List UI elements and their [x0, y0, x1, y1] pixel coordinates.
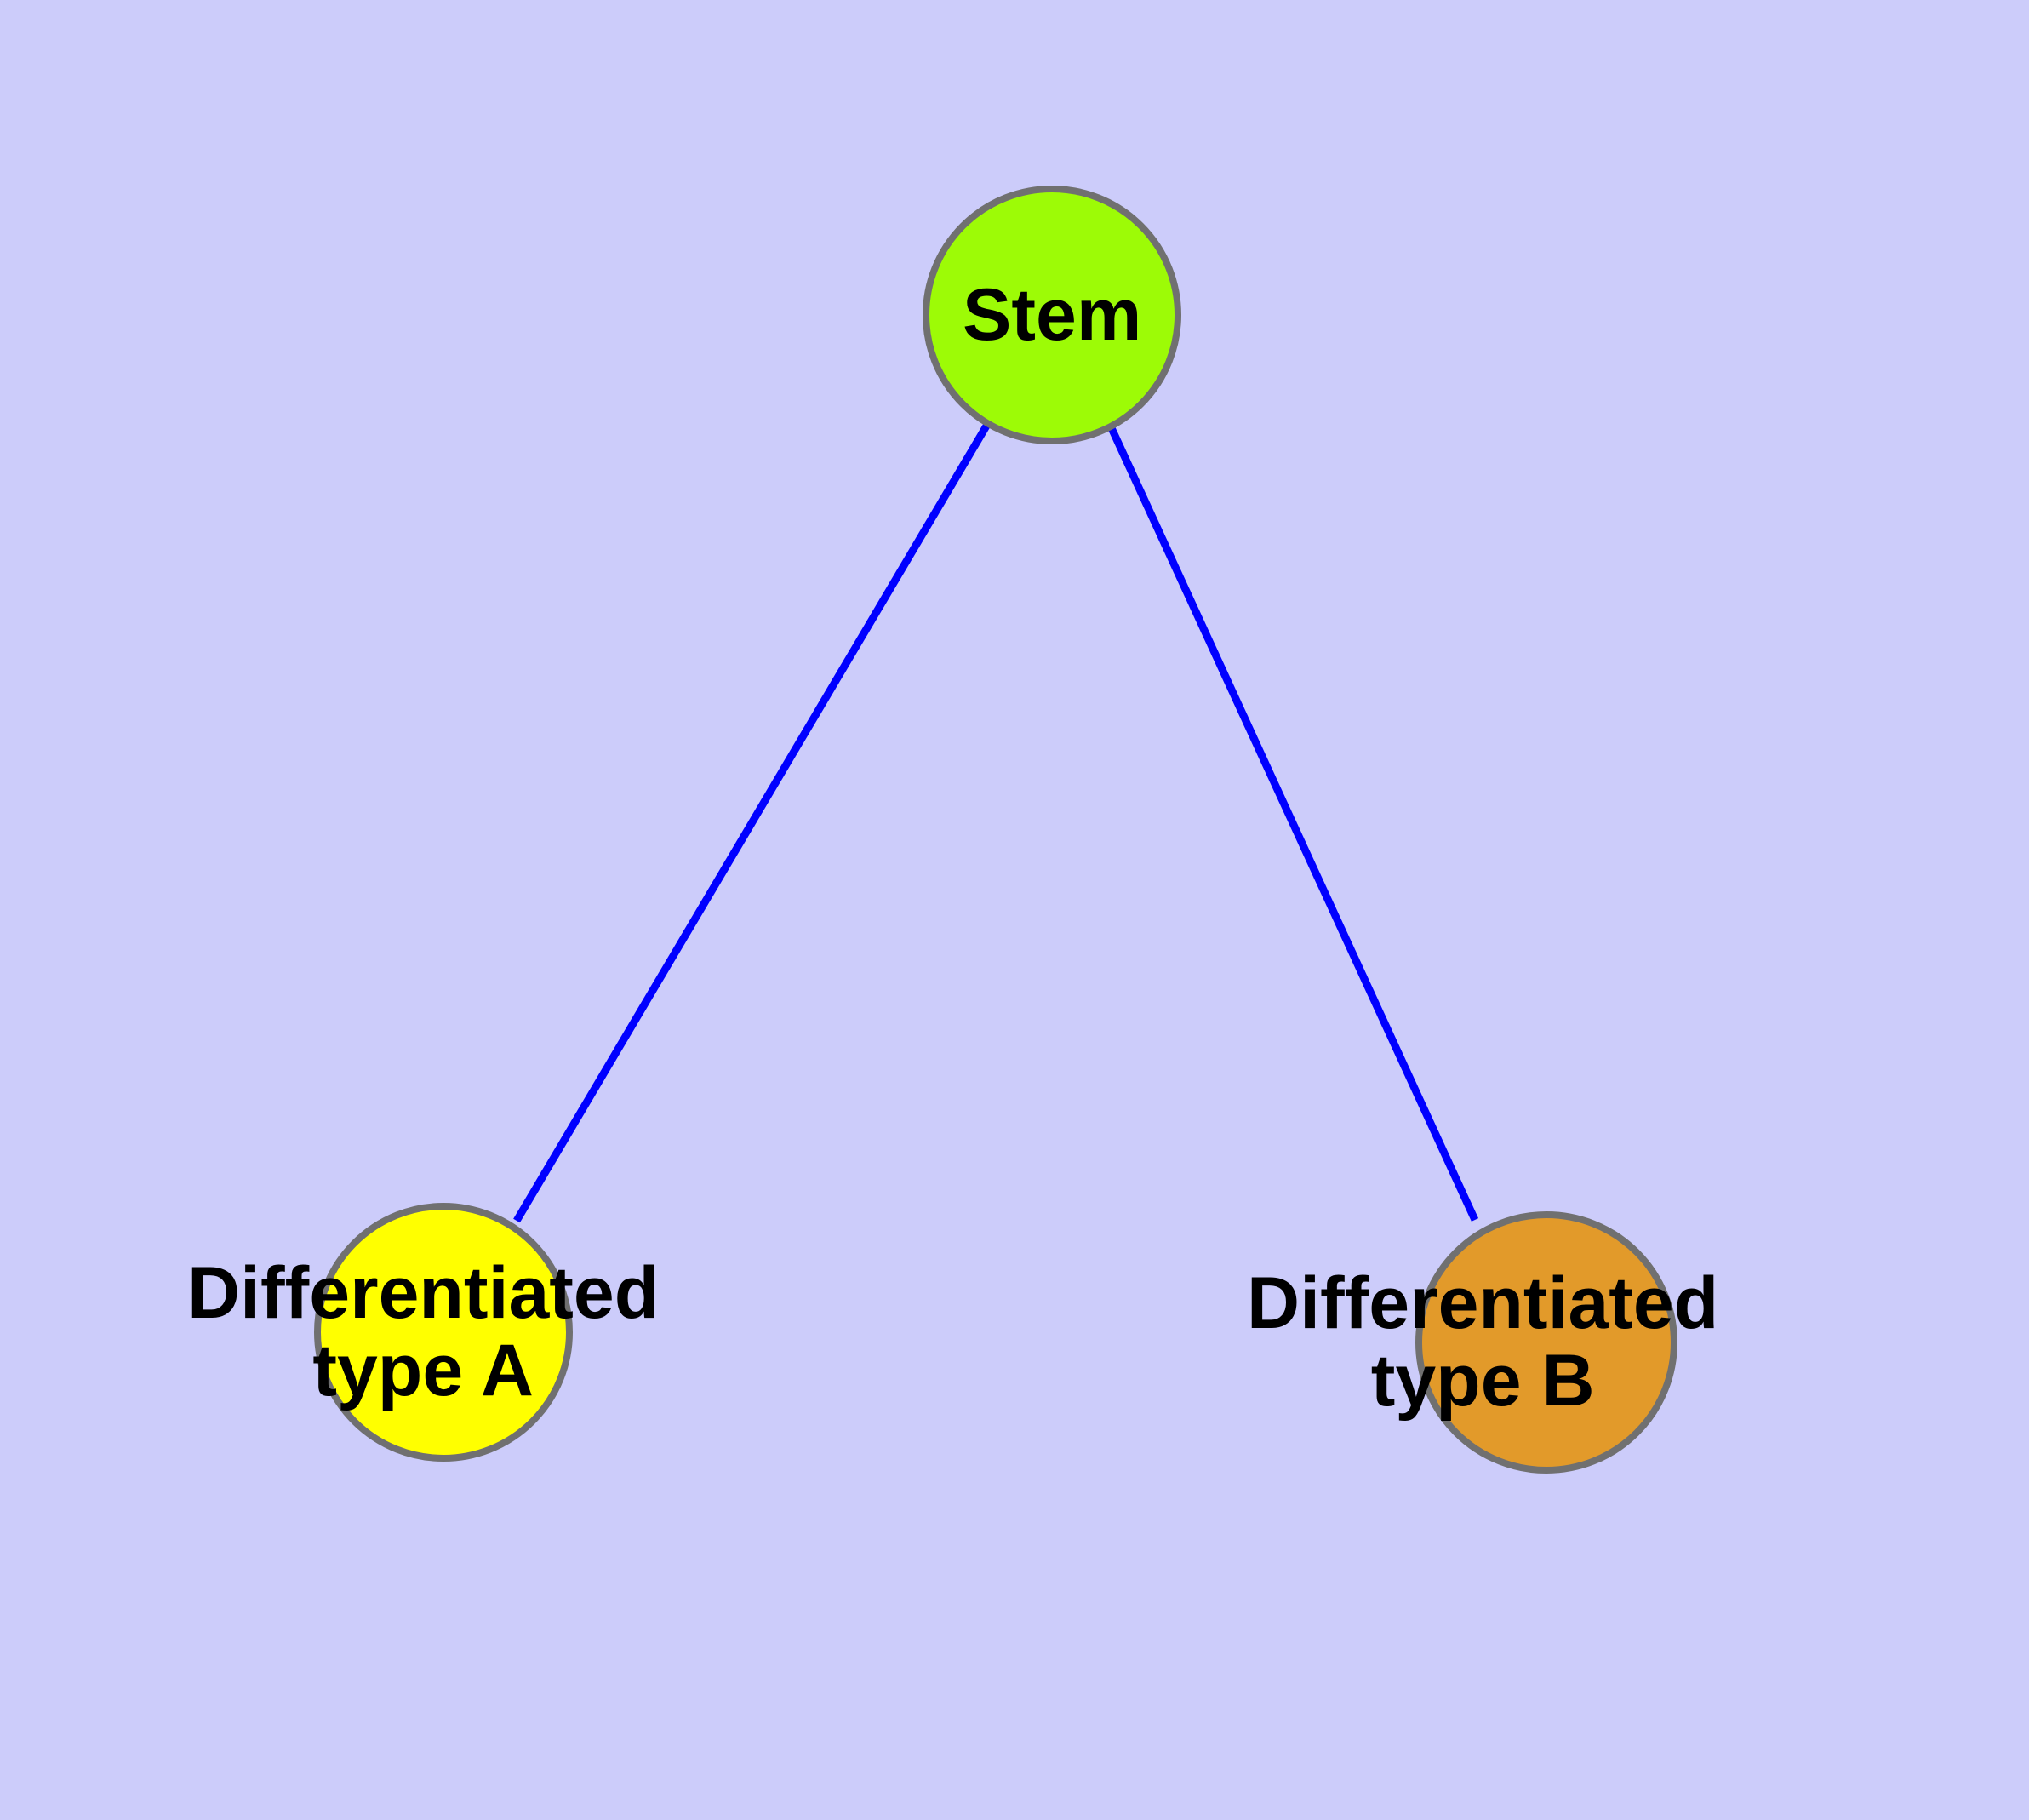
graph-node-diff-a[interactable] [314, 1203, 573, 1462]
edge-layer [513, 421, 1479, 1223]
graph-node-stem[interactable] [923, 186, 1181, 444]
graph-edge-stem-to-diff-b [1107, 426, 1479, 1222]
node-layer [314, 186, 1677, 1474]
graph-edge-stem-to-diff-a [513, 421, 992, 1223]
graph-node-diff-b[interactable] [1415, 1211, 1677, 1474]
